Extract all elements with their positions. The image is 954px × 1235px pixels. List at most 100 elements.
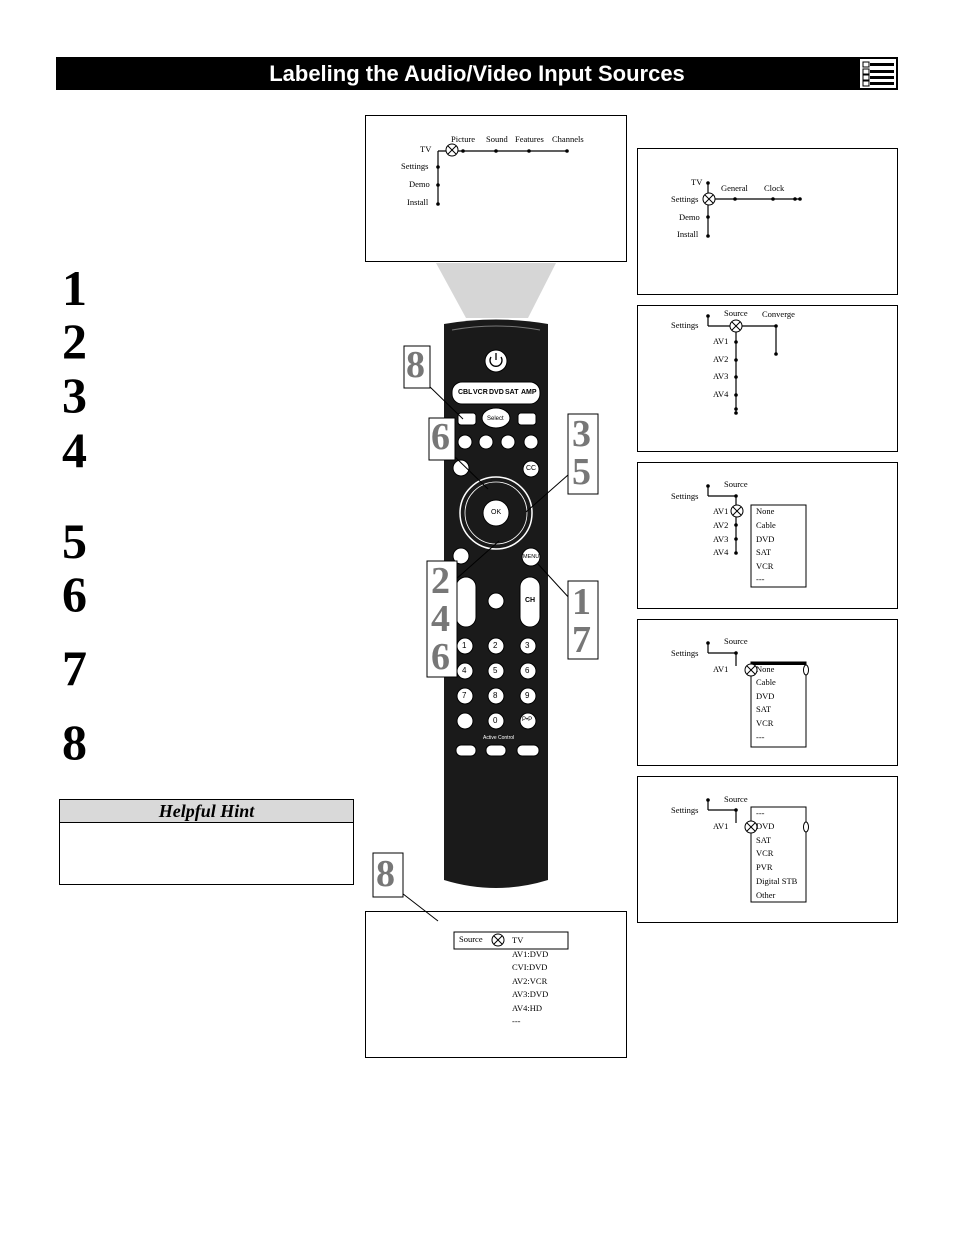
digit-8-button[interactable] [487,687,505,705]
screen-source-list [365,911,627,1058]
source-settings: Settings [671,320,699,330]
digit-7-button[interactable] [456,687,474,705]
callout-2-number: 2 [431,560,450,602]
power-button[interactable] [484,349,508,373]
step-number-3: 3 [62,367,87,423]
menu-picture: Picture [451,134,476,144]
info-button[interactable] [452,459,470,477]
step-number-4: 4 [62,422,87,478]
step-number-1: 1 [62,260,87,316]
screen-main-menu [365,115,627,262]
mode-bar [451,381,541,405]
cc-label: CC [526,465,537,472]
digit-9-button[interactable] [519,687,537,705]
av1-label: AV1 [713,664,729,674]
cursor-icon [744,663,758,677]
aspect-button[interactable] [456,712,474,730]
menu-button[interactable] [521,547,541,567]
swap-button[interactable] [517,412,537,426]
select-label: Select [487,416,504,422]
ok-button[interactable] [482,499,510,527]
cursor-icon [730,504,744,518]
volume-rocker[interactable] [455,576,477,628]
digit-6-label: 6 [525,666,530,675]
menu-channels: Channels [552,134,584,144]
step-number-7: 7 [62,640,87,696]
screen-av1-more-options [637,776,898,923]
option-cable: Cable [756,677,776,687]
screen-settings-menu [637,148,898,295]
menu-tv: TV [420,144,432,154]
step-number-6: 6 [62,566,87,622]
rewind-button[interactable] [457,434,473,450]
sound-button[interactable] [516,744,540,757]
list-item-dashes: --- [512,1016,521,1026]
active-control-label: Active Control [483,735,515,741]
step-number-2: 2 [62,313,87,369]
list-item-tv: TV [512,935,524,945]
digit-1-label: 1 [462,641,467,650]
helpful-hint-title: Helpful Hint [59,799,354,823]
digit-8-label: 8 [493,691,498,700]
option-dvd: DVD [756,691,775,701]
callout-1-number: 1 [572,581,591,623]
play-button[interactable] [500,434,516,450]
source-av2: AV2 [713,354,729,364]
digit-3-button[interactable] [519,637,537,655]
callout-8-top [403,345,431,389]
callout-3-5 [567,413,599,495]
source-button[interactable] [457,412,477,426]
callout-6-number: 6 [431,416,450,458]
step-number-5: 5 [62,513,87,569]
option-sat: SAT [756,704,772,714]
digit-0-button[interactable] [487,712,505,730]
callout-7-number: 7 [572,619,591,661]
option-vcr: VCR [756,848,774,858]
stop-button[interactable] [478,434,494,450]
back-button[interactable] [452,547,470,565]
mode-vcr[interactable]: VCR [473,389,488,396]
callout-5-number: 5 [572,451,591,493]
option-sat: SAT [756,547,772,557]
screen-source-menu [637,305,898,452]
pip-button[interactable] [455,744,477,757]
channel-rocker[interactable] [519,576,541,628]
option-dashes: --- [756,808,765,818]
list-item-cvi: CVI:DVD [512,962,548,972]
cursor-icon [445,143,459,157]
av-av1: AV1 [713,506,729,516]
menu-install: Install [407,197,429,207]
option-pvr: PVR [756,862,773,872]
option-cable: Cable [756,520,776,530]
source-label: Source [724,308,748,318]
av-av2: AV2 [713,520,729,530]
list-item-av3: AV3:DVD [512,989,549,999]
mode-cbl[interactable]: CBL [458,389,473,396]
menu-settings: Settings [401,161,429,171]
pp-button[interactable] [519,712,537,730]
more-av1: AV1 [713,821,729,831]
callout-8-top-number: 8 [406,344,425,386]
callout-8-bottom [372,852,404,898]
digit-5-label: 5 [493,666,498,675]
mode-dvd[interactable]: DVD [489,389,504,396]
cursor-icon [744,820,758,834]
digit-2-button[interactable] [487,637,505,655]
settings-clock: Clock [764,183,785,193]
mute-button[interactable] [487,592,505,610]
digit-5-button[interactable] [487,662,505,680]
digit-2-label: 2 [493,641,498,650]
av1-source: Source [724,636,748,646]
settings-install: Install [677,229,699,239]
mode-amp[interactable]: AMP [521,389,537,396]
source-av3: AV3 [713,371,729,381]
list-item-av2: AV2:VCR [512,976,548,986]
picture-button[interactable] [485,744,507,757]
mode-sat[interactable]: SAT [505,389,519,396]
cc-button[interactable] [522,460,540,478]
callout-1-7 [567,580,599,660]
digit-6-button[interactable] [519,662,537,680]
list-item-av1: AV1:DVD [512,949,549,959]
forward-button[interactable] [523,434,539,450]
select-button[interactable] [481,407,511,429]
